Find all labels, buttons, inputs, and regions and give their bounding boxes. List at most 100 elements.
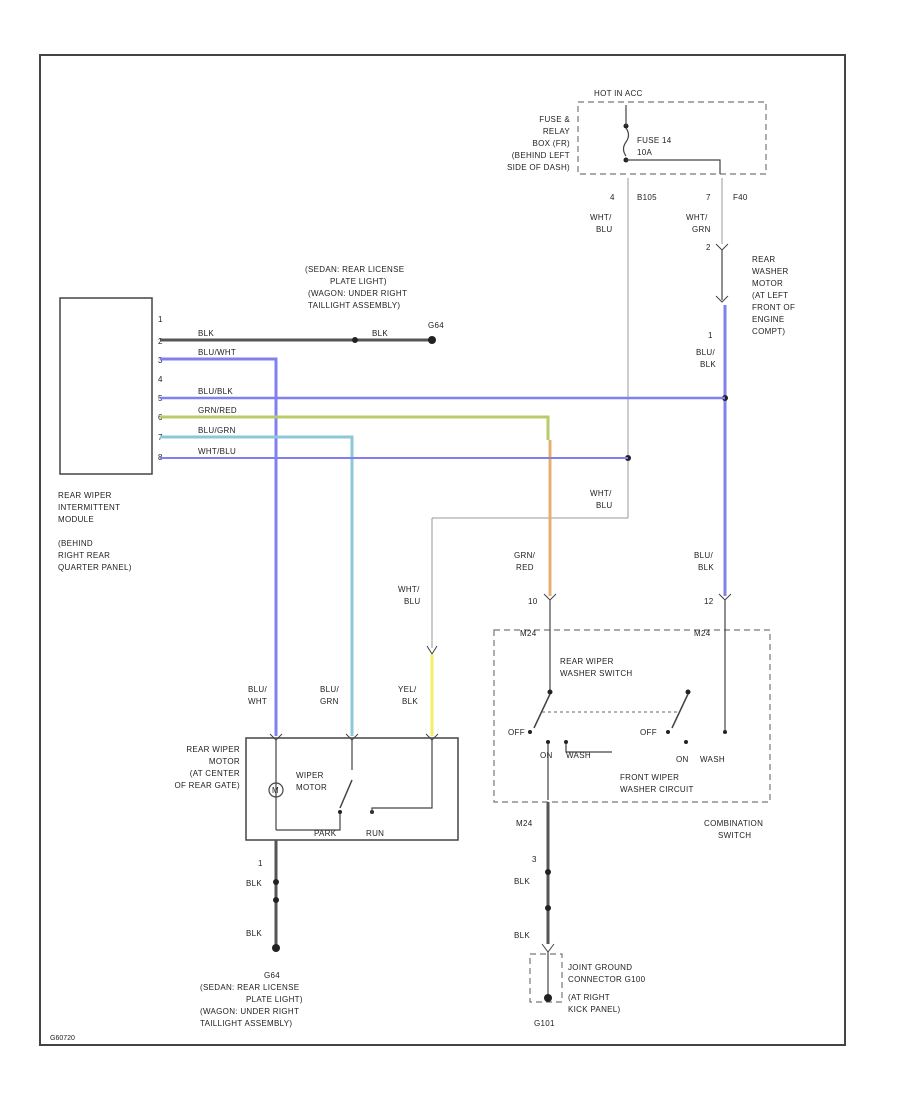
wire-label-blu-blk-low-1: BLU/ bbox=[694, 551, 713, 560]
wire-label-wht-blu-low-2: BLU bbox=[404, 597, 420, 606]
switch-left-pivot bbox=[547, 689, 553, 695]
wire-label-grn-red-low-2: RED bbox=[516, 563, 534, 572]
switch-conn-left-label: M24 bbox=[520, 629, 537, 638]
wiper-motor-label-3: (AT CENTER bbox=[190, 769, 240, 778]
washer-motor-connector-bottom bbox=[715, 295, 729, 303]
wire-blk-motor-dot-1 bbox=[273, 879, 279, 885]
washer-motor-pin-top: 2 bbox=[706, 243, 711, 252]
wiper-motor-label-1: REAR WIPER bbox=[186, 745, 240, 754]
wire-blk-switch-dot-1 bbox=[545, 869, 551, 875]
combination-switch: 10 12 M24 M24 REAR WIPER WASHER SWITCH O… bbox=[493, 593, 771, 840]
ground-g64-top-terminal bbox=[428, 336, 436, 344]
wiper-motor-pin: 1 bbox=[258, 859, 263, 868]
switch-pin-3: 3 bbox=[532, 855, 537, 864]
washer-motor-label-3: MOTOR bbox=[752, 279, 783, 288]
module-label-3: MODULE bbox=[58, 515, 94, 524]
switch-off-1: OFF bbox=[508, 728, 525, 737]
washer-motor-pin: 1 bbox=[708, 331, 713, 340]
wire-label-grn-red-low-1: GRN/ bbox=[514, 551, 536, 560]
wiper-motor-inner-1: WIPER bbox=[296, 771, 324, 780]
washer-motor-label-1: REAR bbox=[752, 255, 775, 264]
fuse-pin-a-connector: B105 bbox=[637, 193, 657, 202]
wire-blu-wht: BLU/WHT BLU/ WHT bbox=[160, 348, 278, 736]
switch-right-pivot bbox=[685, 689, 691, 695]
switch-pin-10: 10 bbox=[528, 597, 538, 606]
wire-label-blu-grn-low-2: GRN bbox=[320, 697, 339, 706]
wiper-motor-park: PARK bbox=[314, 829, 337, 838]
wire-blu-wht-line bbox=[160, 357, 278, 736]
washer-motor-label-6: ENGINE bbox=[752, 315, 784, 324]
switch-pin-12: 12 bbox=[704, 597, 714, 606]
wire-label-blk-motor-2: BLK bbox=[246, 929, 262, 938]
rear-washer-motor: 2 REAR WASHER MOTOR (AT LEFT FRONT OF EN… bbox=[706, 243, 795, 340]
fuse-box-outline bbox=[577, 101, 767, 175]
wire-label-blu-wht-low-2: WHT bbox=[248, 697, 267, 706]
hot-label: HOT IN ACC bbox=[594, 89, 643, 98]
switch-title-2: WASHER SWITCH bbox=[560, 669, 633, 678]
fuse-pin-a: 4 bbox=[610, 193, 615, 202]
wire-label-blk-motor-1: BLK bbox=[246, 879, 262, 888]
splice-blk-module bbox=[352, 337, 358, 343]
wire-label-blu-grn: BLU/GRN bbox=[198, 426, 236, 435]
wire-wht-blu-module: WHT/BLU bbox=[160, 447, 628, 459]
wire-blk-switch-dot-2 bbox=[545, 905, 551, 911]
ground-bottom-right-label-3: (AT RIGHT bbox=[568, 993, 610, 1002]
wire-label-blu-blk-top-1: BLU/ bbox=[696, 348, 715, 357]
wire-label-wht-blu-top-2: BLU bbox=[596, 225, 612, 234]
module-label-1: REAR WIPER bbox=[58, 491, 112, 500]
wire-yel-blk: YEL/ BLK bbox=[398, 654, 434, 736]
module-label-5: RIGHT REAR bbox=[58, 551, 110, 560]
fuse-pin-b-connector: F40 bbox=[733, 193, 748, 202]
ground-g101-terminal bbox=[544, 994, 552, 1002]
figure-id: G60720 bbox=[50, 1035, 75, 1042]
switch-name-2: SWITCH bbox=[718, 831, 751, 840]
wiper-motor-run: RUN bbox=[366, 829, 384, 838]
wire-blk-module-ground: BLK BLK G64 (SEDAN: REAR LICENSE PLATE L… bbox=[160, 265, 444, 344]
fuse-box-location-3: BOX (FR) bbox=[532, 139, 570, 148]
switch-off-2: OFF bbox=[640, 728, 657, 737]
wire-label-wht-grn-1: WHT/ bbox=[686, 213, 708, 222]
wiper-motor-label-2: MOTOR bbox=[209, 757, 240, 766]
wire-label-blk-switch-1: BLK bbox=[514, 877, 530, 886]
ground-bottom-left-label-1: (SEDAN: REAR LICENSE bbox=[200, 983, 299, 992]
switch-left-blade bbox=[533, 693, 551, 729]
washer-motor-label-7: COMPT) bbox=[752, 327, 785, 336]
wire-label-blu-wht-low-1: BLU/ bbox=[248, 685, 267, 694]
switch-left-wash-contact bbox=[564, 740, 568, 744]
fuse-relay-box: HOT IN ACC FUSE & RELAY BOX (FR) (BEHIND… bbox=[507, 89, 767, 202]
ground-g64-bottom-terminal bbox=[272, 944, 280, 952]
wiper-motor-park-switch bbox=[339, 779, 353, 809]
switch-name-1: COMBINATION bbox=[704, 819, 763, 828]
wire-label-blk-module-2: BLK bbox=[372, 329, 388, 338]
ground-bottom-left-label-4: TAILLIGHT ASSEMBLY) bbox=[200, 1019, 292, 1028]
wire-label-yel-blk-1: YEL/ bbox=[398, 685, 417, 694]
ground-bottom-left-id: G64 bbox=[264, 971, 280, 980]
switch-right-off-contact bbox=[666, 730, 670, 734]
washer-motor-label-4: (AT LEFT bbox=[752, 291, 788, 300]
wire-blu-grn: BLU/GRN BLU/ GRN bbox=[160, 426, 354, 736]
washer-motor-connector-top bbox=[715, 243, 729, 251]
switch-front-circuit-1: FRONT WIPER bbox=[620, 773, 679, 782]
combination-switch-outline bbox=[493, 629, 771, 803]
ground-top-label-1: (SEDAN: REAR LICENSE bbox=[305, 265, 404, 274]
wire-label-wht-blu-mid-1: WHT/ bbox=[590, 489, 612, 498]
wire-blk-motor-dot-2 bbox=[273, 897, 279, 903]
wiper-motor-symbol bbox=[268, 782, 284, 798]
ground-bottom-right-label-4: KICK PANEL) bbox=[568, 1005, 621, 1014]
switch-wash-2: WASH bbox=[700, 755, 725, 764]
ground-bottom-right-label-1: JOINT GROUND bbox=[568, 963, 632, 972]
switch-left-off-contact bbox=[528, 730, 532, 734]
module-label-2: INTERMITTENT bbox=[58, 503, 120, 512]
diagram-frame bbox=[39, 54, 846, 1046]
wire-label-blu-blk-top-2: BLK bbox=[700, 360, 716, 369]
joint-ground-connector bbox=[529, 953, 563, 1003]
fuse-pin-b: 7 bbox=[706, 193, 711, 202]
module-pin-1: 1 bbox=[158, 315, 163, 324]
fuse-bus bbox=[626, 159, 721, 174]
wire-wht-blu-feed: WHT/ BLU WHT/ BLU WHT/ BLU bbox=[398, 178, 631, 655]
wire-label-wht-blu-top-1: WHT/ bbox=[590, 213, 612, 222]
wire-label-blk-switch-2: BLK bbox=[514, 931, 530, 940]
wiper-motor-park-contact bbox=[338, 810, 342, 814]
wiper-motor-internal-3 bbox=[276, 740, 433, 831]
